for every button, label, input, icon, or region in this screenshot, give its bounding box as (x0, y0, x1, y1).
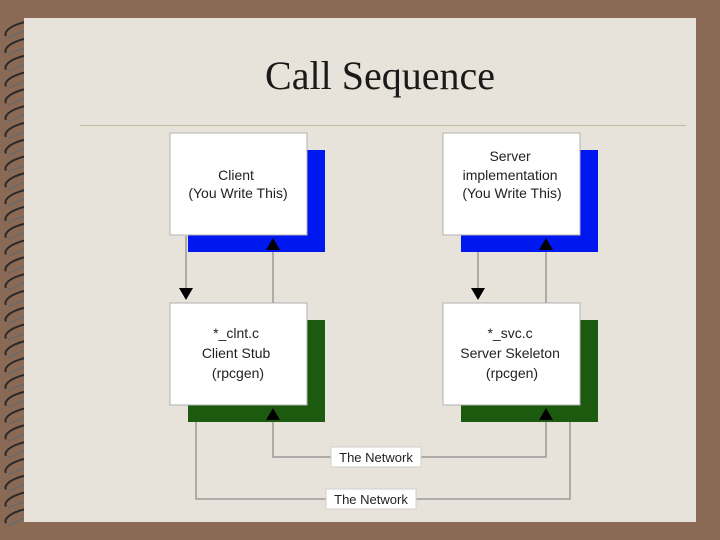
box-server-skeleton-line-1: *_svc.c (487, 325, 532, 341)
box-server-line-3: (You Write This) (462, 185, 561, 201)
svg-text:*_svc.c Server Skeleton: *_svc.c Server Skeleton (rpcgen) (460, 325, 564, 381)
box-server-line-2: implementation (463, 167, 558, 183)
arrowhead-up-skeleton (539, 408, 553, 420)
network-label-bg (325, 488, 417, 510)
arrowhead-up-stub (266, 408, 280, 420)
network-label-bg (330, 446, 422, 468)
arrowhead-up-server (539, 238, 553, 250)
box-face (442, 132, 581, 236)
box-client-line-1: Client (218, 167, 254, 183)
box-client-line-2: (You Write This) (188, 185, 287, 201)
box-face (442, 302, 581, 406)
arrowhead-down-server (471, 288, 485, 300)
box-client-stub-line-3: (rpcgen) (212, 365, 264, 381)
box-server: Server implementation (You Write This) (442, 132, 598, 252)
box-face (169, 302, 308, 406)
box-client-stub-line-2: Client Stub (202, 345, 271, 361)
box-server-skeleton-line-3: (rpcgen) (486, 365, 538, 381)
box-server-skeleton: *_svc.c Server Skeleton (rpcgen) (442, 302, 598, 422)
network-label-outer-text: The Network (334, 492, 408, 507)
box-server-line-1: Server (489, 148, 531, 164)
box-face (169, 132, 308, 236)
svg-text:Client (You Write This): Client (You Write This) (188, 167, 287, 201)
box-client-stub-line-1: *_clnt.c (213, 325, 259, 341)
box-client: Client (You Write This) (169, 132, 325, 252)
svg-text:*_clnt.c Client Stub: *_clnt.c Client Stub (rpcgen) (202, 325, 274, 381)
box-client-stub: *_clnt.c Client Stub (rpcgen) (169, 302, 325, 422)
arrowhead-down-client (179, 288, 193, 300)
network-label-inner: The Network (330, 446, 422, 468)
slide-title: Call Sequence (265, 53, 495, 98)
arrowheads (179, 238, 553, 420)
title-rule (80, 125, 686, 126)
svg-text:Server implementation: Server implementation (You Write This) (462, 148, 561, 201)
arrowhead-up-client (266, 238, 280, 250)
slide (24, 18, 696, 522)
network-label-outer: The Network (325, 488, 417, 510)
box-server-skeleton-line-2: Server Skeleton (460, 345, 560, 361)
network-label-inner-text: The Network (339, 450, 413, 465)
